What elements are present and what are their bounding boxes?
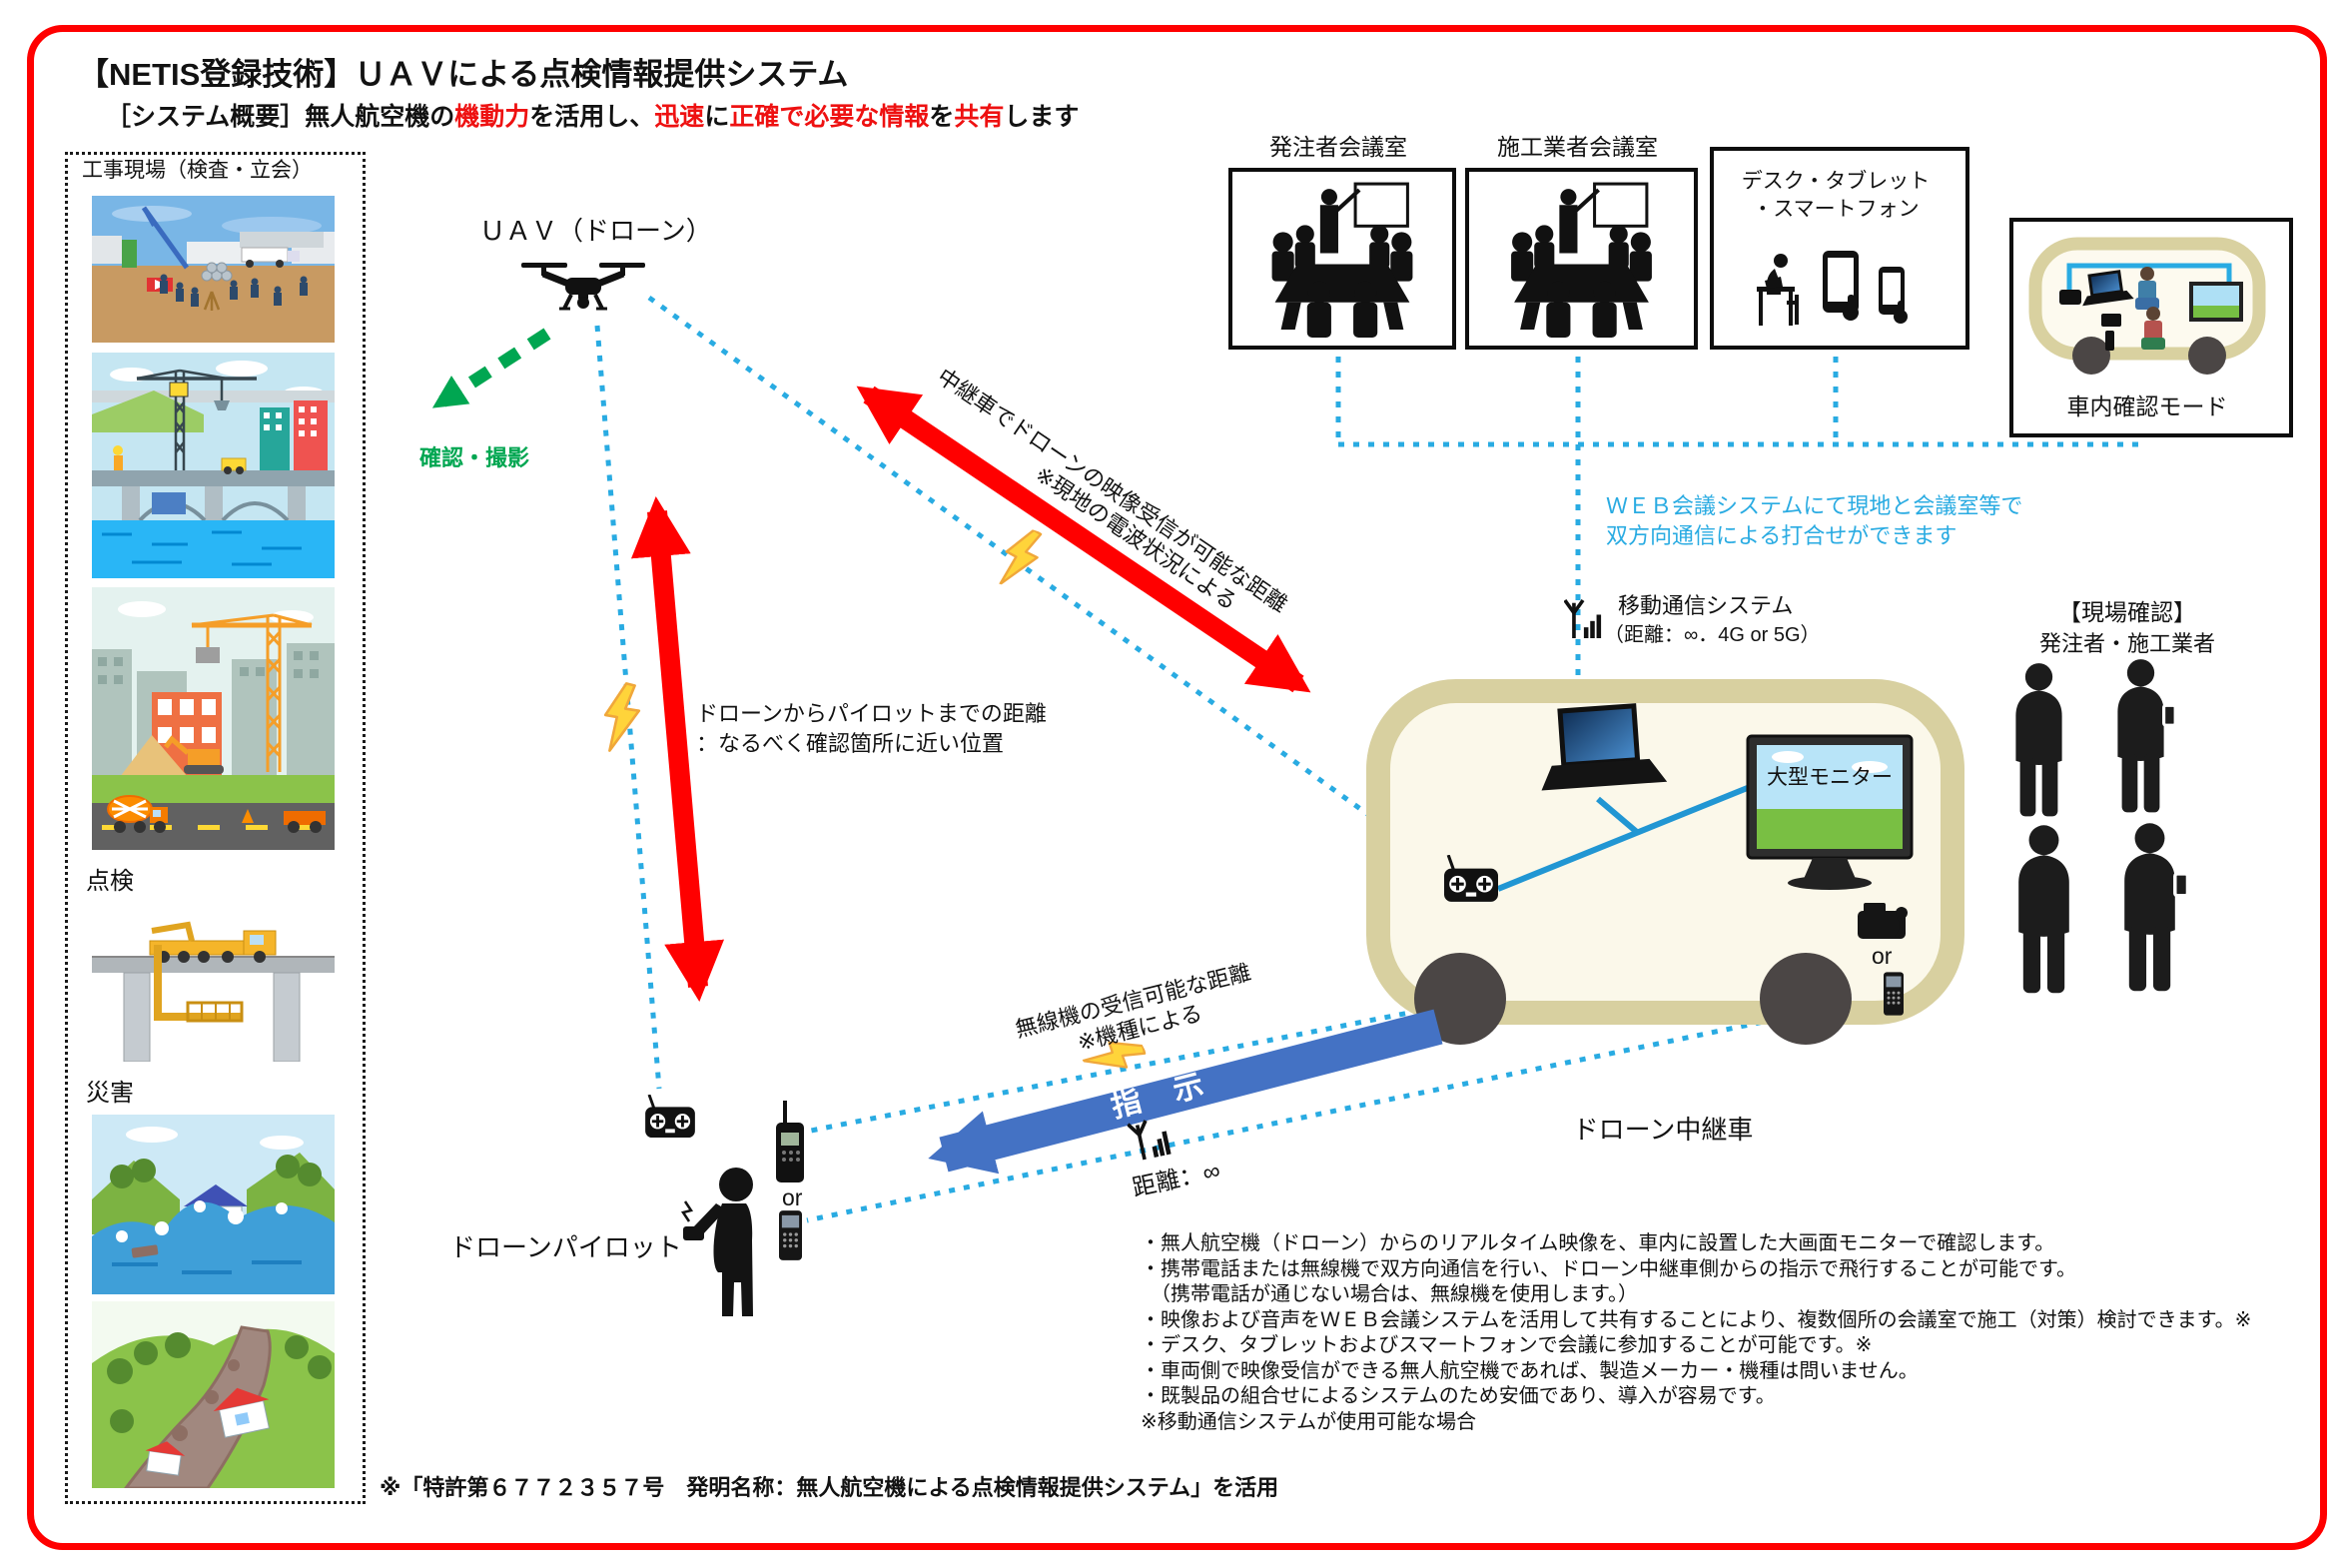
- meeting-room-icon-2: [1473, 172, 1690, 338]
- meeting-room-icon-1: [1236, 172, 1448, 338]
- uav-label: ＵＡＶ（ドローン）: [479, 216, 712, 246]
- pilot-range-line1: ドローンからパイロットまでの距離: [696, 701, 1047, 726]
- desk-label-line1: デスク・タブレット: [1741, 170, 1931, 193]
- construction-site-photo: [92, 196, 335, 343]
- subtitle-seg-6: を: [929, 103, 955, 131]
- link-phone-to-phone: [806, 992, 1895, 1223]
- scene-sidebar: 工事現場（検査・立会）: [65, 152, 366, 1504]
- pilot-range-note: ドローンからパイロットまでの距離 ：なるべく確認箇所に近い位置: [696, 699, 1047, 759]
- truck-or-label: or: [1872, 943, 1893, 969]
- notes-block: ・無人航空機（ドローン）からのリアルタイム映像を、車内に設置した大画面モニターで…: [1141, 1231, 2251, 1435]
- subtitle-seg-0: ［システム概要］無人航空機の: [106, 103, 455, 131]
- city-construction-illustration: [92, 587, 335, 850]
- sidebar-inspection-label: 点検: [86, 868, 134, 895]
- page-title: 【NETIS登録技術】ＵＡＶによる点検情報提供システム: [78, 57, 849, 92]
- site-check-title: 【現場確認】: [2058, 599, 2196, 625]
- note-line-5: ・デスク、タブレットおよびスマートフォンで会議に参加することが可能です。※: [1141, 1334, 1873, 1356]
- note-line-2: ・携帯電話または無線機で双方向通信を行い、ドローン中継車側からの指示で飛行するこ…: [1141, 1257, 2076, 1280]
- subtitle-seg-1: 機動力: [454, 103, 530, 131]
- note-line-1: ・無人航空機（ドローン）からのリアルタイム映像を、車内に設置した大画面モニターで…: [1141, 1232, 2055, 1254]
- vehicle-radio-icon: [1858, 903, 1908, 939]
- subtitle-seg-2: を活用し、: [529, 103, 655, 131]
- truck-wheel-rear: [1760, 953, 1852, 1045]
- laptop-icon: [1541, 703, 1668, 791]
- mobile-phone-icon-truck: [1884, 972, 1904, 1016]
- landslide-illustration: [92, 1301, 335, 1488]
- link-drone-to-truck: [647, 295, 1468, 888]
- bridge-inspection-illustration: [92, 905, 335, 1062]
- link-drone-to-pilot: [594, 325, 662, 1090]
- arrow-instruction: [928, 1009, 1443, 1175]
- cable-laptop-monitor: [1596, 796, 1640, 836]
- note-line-8: ※移動通信システムが使用可能な場合: [1141, 1410, 1477, 1433]
- lightning-bolt-icon-1: [995, 522, 1047, 594]
- mobile-phone-icon-pilot: [779, 1210, 802, 1260]
- person-silhouette-4: [2122, 821, 2189, 993]
- arrow-drone-pilot-range: [630, 496, 725, 1002]
- relay-truck-illustration: [1366, 679, 1964, 1045]
- note-line-3: （携帯電話が通じない場合は、無線機を使用します。）: [1141, 1283, 1638, 1305]
- dotted-links: [594, 295, 2150, 1223]
- site-check-names: 発注者・施工業者: [2038, 631, 2215, 656]
- subtitle-seg-5: 正確で必要な情報: [729, 103, 930, 131]
- owner-room-label: 発注者会議室: [1269, 134, 1407, 160]
- car-mode-van-icon: [2023, 230, 2271, 380]
- bridge-construction-illustration: [92, 353, 335, 578]
- note-line-4: ・映像および音声をＷＥＢ会議システムを活用して共有することにより、複数個所の会議…: [1141, 1308, 2252, 1331]
- web-meeting-note: ＷＥＢ会議システムにて現地と会議室等で 双方向通信による打合せができます: [1606, 491, 2022, 551]
- car-mode-label: 車内確認モード: [2066, 393, 2228, 419]
- mixer-truck: [107, 795, 168, 833]
- pilot-label: ドローンパイロット: [449, 1232, 682, 1262]
- web-meeting-line1: ＷＥＢ会議システムにて現地と会議室等で: [1606, 493, 2023, 518]
- flood-illustration: [92, 1115, 335, 1294]
- subtitle-seg-7: 共有: [954, 103, 1005, 131]
- web-meeting-line2: 双方向通信による打合せができます: [1606, 523, 1957, 548]
- owner-room-box: [1228, 168, 1456, 350]
- subtitle-seg-4: に: [704, 103, 730, 131]
- person-silhouette-2: [2115, 657, 2177, 814]
- sidebar-site-label: 工事現場（検査・立会）: [82, 159, 313, 182]
- remote-controller-icon-pilot: [645, 1095, 695, 1139]
- cable-remote-monitor: [1496, 784, 1752, 892]
- monitor-label: 大型モニター: [1767, 766, 1893, 789]
- contractor-room-box: [1465, 168, 1698, 350]
- pilot-or-label: or: [782, 1184, 803, 1210]
- arrow-check-shoot: [431, 328, 551, 409]
- desk-label-line2: ・スマートフォン: [1752, 198, 1920, 221]
- page-subtitle: ［システム概要］無人航空機の機動力を活用し、迅速に正確で必要な情報を共有します: [106, 102, 1079, 132]
- mobile-comm-title: 移動通信システム: [1618, 593, 1794, 618]
- relay-truck-label: ドローン中継車: [1572, 1115, 1754, 1145]
- arrow-drone-truck-range: [856, 386, 1311, 693]
- pilot-range-line2: ：なるべく確認箇所に近い位置: [696, 731, 1005, 756]
- note-line-6: ・車両側で映像受信ができる無人航空機であれば、製造メーカー・機種は問いません。: [1141, 1359, 1919, 1382]
- car-mode-box: 車内確認モード: [2009, 218, 2293, 437]
- subtitle-seg-3: 迅速: [654, 103, 705, 131]
- person-silhouette-3: [2018, 825, 2069, 994]
- mobile-comm-detail: （距離：∞．4G or 5G）: [1604, 624, 1821, 646]
- antenna-signal-icon-truck: [1565, 600, 1601, 638]
- truck-wheel-front: [1414, 953, 1506, 1045]
- subtitle-seg-8: します: [1004, 103, 1080, 131]
- sidebar-disaster-label: 災害: [86, 1080, 134, 1107]
- lightning-bolt-icon-2: [603, 681, 641, 753]
- desk-devices-box: デスク・タブレット ・スマートフォン: [1710, 147, 1969, 350]
- desk-tablet-phone-icons: [1722, 243, 1950, 335]
- site-check-figures: [2015, 657, 2189, 994]
- person-silhouette-1: [2015, 663, 2062, 817]
- large-monitor-icon: [1746, 734, 1914, 890]
- drone-icon: [521, 263, 645, 309]
- check-shoot-label: 確認・撮影: [419, 445, 530, 470]
- contractor-room-label: 施工業者会議室: [1497, 134, 1658, 160]
- walkie-talkie-icon: [776, 1101, 804, 1182]
- patent-note: ※「特許第６７７２３５７号 発明名称：無人航空機による点検情報提供システム」を活…: [380, 1475, 1279, 1500]
- note-line-7: ・既製品の組合せによるシステムのため安価であり、導入が容易です。: [1141, 1385, 1776, 1407]
- drone-pilot-figure: [680, 1168, 753, 1316]
